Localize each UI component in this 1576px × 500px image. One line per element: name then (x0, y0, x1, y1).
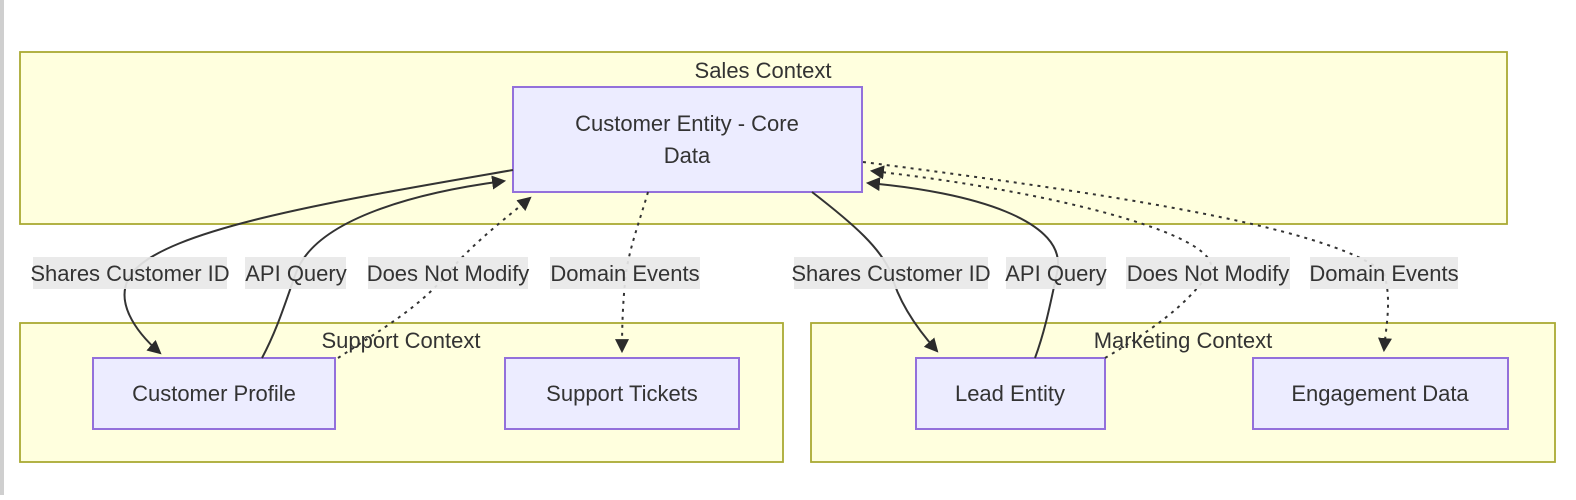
edge-label-text: Does Not Modify (367, 261, 530, 286)
edge-label-text: API Query (245, 261, 346, 286)
marketing-context-title: Marketing Context (1094, 328, 1273, 353)
edge-label-api-query-left: API Query (245, 257, 347, 289)
edge-api-query-left (261, 175, 507, 359)
edge-domain-events-left (615, 191, 649, 354)
edge-label-bg (1310, 257, 1458, 289)
window-edge (0, 0, 4, 495)
edge-label-domain-events-right: Domain Events (1309, 257, 1459, 289)
edge-label-bg (245, 257, 346, 289)
support-tickets-box (504, 357, 740, 430)
edge-domain-events-right (862, 161, 1392, 353)
edge-label-text: Domain Events (550, 261, 699, 286)
support-context-title: Support Context (322, 328, 481, 353)
customer-profile-box (92, 357, 336, 430)
lead-entity-label: Lead Entity (955, 381, 1065, 406)
edge-does-not-modify-left (337, 196, 532, 359)
customer-profile-label: Customer Profile (132, 381, 296, 406)
customer-entity-label-line2: Data (664, 143, 711, 168)
edge-label-does-not-modify-left: Does Not Modify (367, 257, 530, 289)
edge-label-bg (1006, 257, 1106, 289)
edge-label-bg (33, 257, 227, 289)
edge-shares-customer-id-left (123, 169, 514, 355)
edge-api-query-right (865, 177, 1060, 359)
edge-label-domain-events-left: Domain Events (550, 257, 700, 289)
node-customer-entity: Customer Entity - Core Data (512, 86, 863, 193)
edge-label-shares-customer-id-left: Shares Customer ID (30, 257, 230, 289)
lead-entity-box (915, 357, 1106, 430)
edge-label-bg (368, 257, 528, 289)
customer-entity-label-line1: Customer Entity - Core (575, 111, 799, 136)
support-tickets-label: Support Tickets (546, 381, 698, 406)
edge-label-text: Shares Customer ID (30, 261, 229, 286)
edge-label-text: Domain Events (1309, 261, 1458, 286)
engagement-data-box (1252, 357, 1509, 430)
edge-label-text: Does Not Modify (1127, 261, 1290, 286)
engagement-data-label: Engagement Data (1291, 381, 1469, 406)
node-engagement-data: Engagement Data (1252, 357, 1509, 430)
edge-label-text: Shares Customer ID (791, 261, 990, 286)
node-lead-entity: Lead Entity (915, 357, 1106, 430)
edge-label-bg (550, 257, 700, 289)
node-support-tickets: Support Tickets (504, 357, 740, 430)
edge-label-bg (1126, 257, 1290, 289)
node-customer-profile: Customer Profile (92, 357, 336, 430)
edge-label-shares-customer-id-right: Shares Customer ID (791, 257, 991, 289)
edge-label-api-query-right: API Query (1005, 257, 1107, 289)
edge-label-bg (794, 257, 988, 289)
customer-entity-box (512, 86, 863, 193)
edge-label-does-not-modify-right: Does Not Modify (1126, 257, 1290, 289)
edge-label-text: API Query (1005, 261, 1106, 286)
sales-context-title: Sales Context (695, 58, 832, 83)
